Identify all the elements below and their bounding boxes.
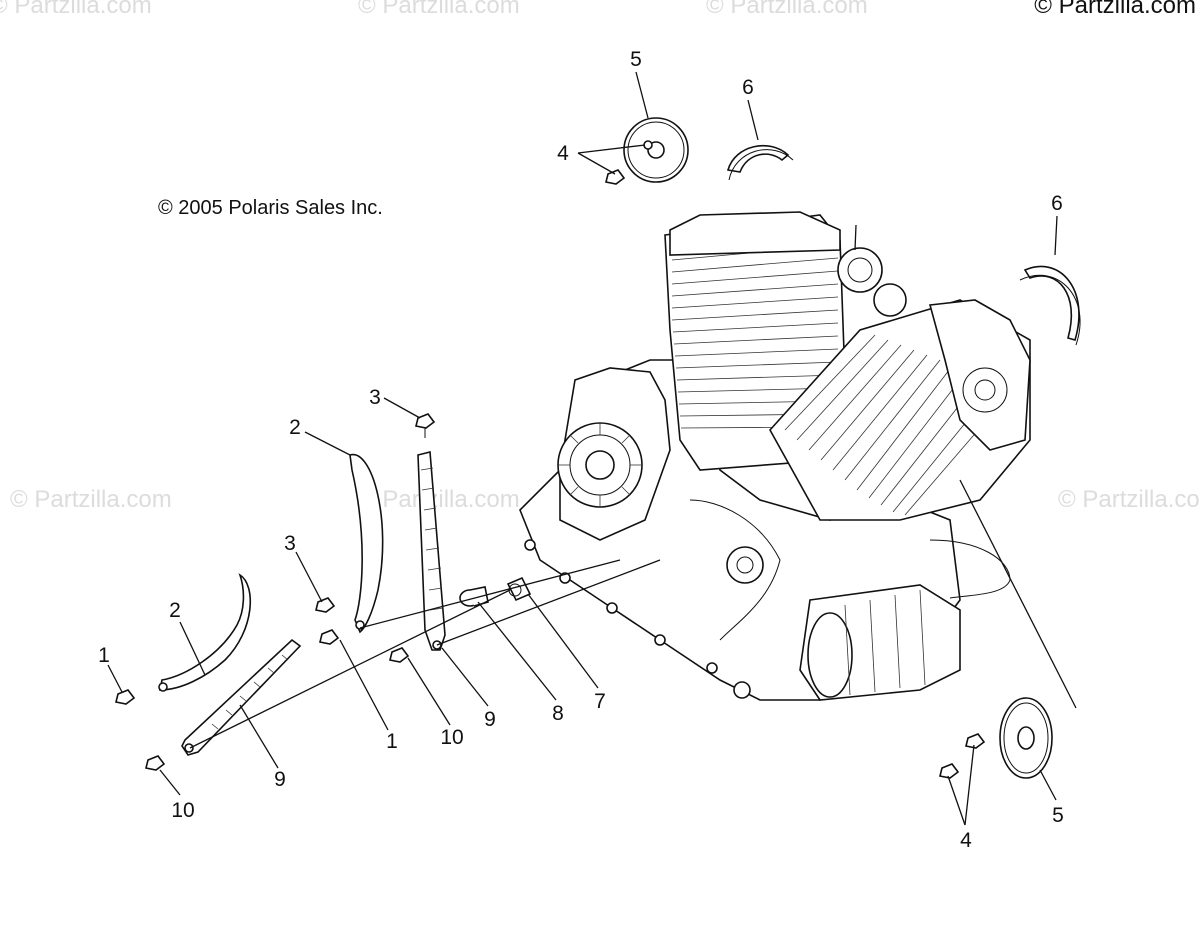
chain-guide-arc-right: [1019, 265, 1081, 346]
chain-guide-arc-top: [726, 144, 794, 181]
chain-guide-straight-lower: [181, 638, 302, 756]
bolt-lower-guide-3: [315, 597, 336, 613]
callout-10-lower: 10: [171, 799, 194, 822]
callout-5-top: 5: [630, 48, 642, 71]
bolt-1-mid: [319, 629, 340, 645]
callout-3-upper: 3: [369, 386, 381, 409]
sprocket-bolts-bottom: [939, 733, 986, 779]
callout-10-mid: 10: [440, 726, 463, 749]
chain-tensioner-guide-upper: [349, 453, 384, 634]
callout-2-upper: 2: [289, 416, 301, 439]
callout-1-left: 1: [98, 644, 110, 667]
callout-5-bottom: 5: [1052, 804, 1064, 827]
callout-6-top: 6: [742, 76, 754, 99]
watermark-text: © Partzilla.com: [1058, 486, 1200, 513]
watermark-text: © Partzilla.com: [358, 0, 520, 19]
callout-4-top: 4: [557, 142, 569, 165]
cam-sprocket-bottom: [999, 697, 1053, 779]
callout-8: 8: [552, 702, 564, 725]
watermark-text: © Partzilla.com: [0, 0, 152, 19]
callout-4-bottom: 4: [960, 829, 972, 852]
corner-watermark: © Partzilla.com: [1034, 0, 1196, 19]
bolt-10-lower: [145, 755, 166, 771]
cam-sprocket-top: [623, 117, 689, 183]
watermark-text: © Partzilla.com: [706, 0, 868, 19]
callout-2-lower: 2: [169, 599, 181, 622]
chain-tensioner-guide-lower: [158, 573, 251, 692]
watermark-text: © Partzilla.com: [358, 486, 520, 513]
bolt-1-left: [115, 689, 136, 705]
callout-9-mid: 9: [484, 708, 496, 731]
cam-chain-tensioner: [506, 576, 532, 602]
callout-6-right: 6: [1051, 192, 1063, 215]
bolt-10-mid: [389, 647, 410, 663]
callout-7: 7: [594, 690, 606, 713]
watermark-text: © Partzilla.com: [10, 486, 172, 513]
callout-3-lower: 3: [284, 532, 296, 555]
callout-1-mid: 1: [386, 730, 398, 753]
callout-labels: 5 6 4 6 3 2 3 2 1 1 10 9 8 7 9 10 4 5: [98, 48, 1064, 852]
leader-lines: [107, 71, 1077, 826]
copyright-notice: © 2005 Polaris Sales Inc.: [158, 197, 383, 219]
chain-guide-straight-upper: [417, 450, 446, 651]
callout-9-lower: 9: [274, 768, 286, 791]
bolt-upper-guide-3: [415, 413, 436, 438]
engine-assembly: [519, 211, 1031, 701]
